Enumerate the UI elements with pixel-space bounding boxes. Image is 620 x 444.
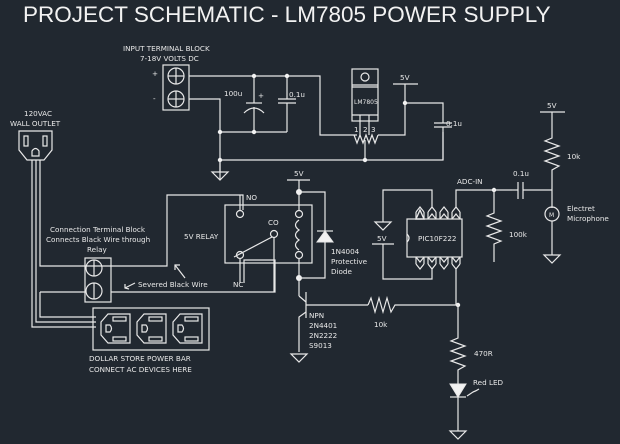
v5-mic-label: 5V <box>547 101 557 110</box>
relay-label: 5V RELAY <box>184 232 219 241</box>
wall-outlet: 120VAC WALL OUTLET <box>10 109 61 161</box>
severed-wire-label: Severed Black Wire <box>138 280 208 289</box>
v5-pic-label: 5V <box>377 234 387 243</box>
ground-symbol-mic <box>542 254 562 264</box>
v5-relay-label: 5V <box>294 169 304 178</box>
npn-label-1: NPN <box>309 311 324 320</box>
npn-label-3: 2N2222 <box>309 331 337 340</box>
pic10f222: PIC10F222 <box>406 206 463 270</box>
input-block-label-1: INPUT TERMINAL BLOCK <box>123 44 210 53</box>
pin3-label: 3 <box>371 125 376 134</box>
led-label: Red LED <box>473 378 503 387</box>
mic-symbol: M <box>549 212 554 219</box>
plus-label: + <box>152 69 158 78</box>
pin2-label: 2 <box>363 125 368 134</box>
npn-label-2: 2N4401 <box>309 321 337 330</box>
ground-symbol-npn <box>289 353 309 363</box>
cap-01u-label-a: 0.1u <box>289 90 305 99</box>
diode-label-1: 1N4004 <box>331 247 360 256</box>
pin1-label: 1 <box>354 125 359 134</box>
arrow-left <box>124 282 136 289</box>
input-terminal-block: INPUT TERMINAL BLOCK 7-18V VOLTS DC + - <box>123 44 210 111</box>
res-470r-label: 470R <box>474 349 493 358</box>
diode-label-3: Diode <box>331 267 352 276</box>
powerbar-label-2: CONNECT AC DEVICES HERE <box>89 365 192 374</box>
input-block-label-2: 7-18V VOLTS DC <box>140 54 199 63</box>
diode-1n4004: 1N4004 Protective Diode <box>299 191 368 279</box>
wire-relay-nc <box>111 259 276 293</box>
res-10k-base-label: 10k <box>374 320 388 329</box>
outlet-label-1: 120VAC <box>24 109 52 118</box>
wire-gnd-in <box>189 98 221 180</box>
relay-no-label: NO <box>246 193 257 202</box>
capacitor-0.1u-input: 0.1u <box>278 76 305 132</box>
npn-label-4: S9013 <box>309 341 332 350</box>
outlet-label-2: WALL OUTLET <box>10 119 61 128</box>
cap-100u-label: 100u <box>224 89 242 98</box>
resistor-10k-mic: 10k <box>543 112 581 208</box>
v5-reg-label: 5V <box>400 73 410 82</box>
cap-01u-mic-label: 0.1u <box>513 169 529 178</box>
lm7805-regulator: LM7805 1 2 3 <box>351 68 379 160</box>
diode-label-2: Protective <box>331 257 368 266</box>
resistor-100k: 100k <box>485 190 528 262</box>
cap-100u-plus: + <box>258 91 264 100</box>
npn-transistor: NPN 2N4401 2N2222 S9013 <box>298 292 368 352</box>
wire-vin <box>189 75 357 136</box>
relay-co-label: CO <box>268 218 279 227</box>
res-100k-label: 100k <box>509 230 528 239</box>
conn-block-label-2: Connects Black Wire through <box>46 235 150 244</box>
power-bar: DOLLAR STORE POWER BAR CONNECT AC DEVICE… <box>89 307 210 374</box>
cap-01u-label-b: 0.1u <box>446 119 462 128</box>
arrow-up <box>174 264 186 279</box>
minus-label: - <box>153 94 156 103</box>
conn-block-label-3: Relay <box>87 245 107 254</box>
relay-5v: 5V RELAY NO CO NC <box>184 193 313 292</box>
capacitor-100u: 100u + <box>224 76 265 132</box>
ground-symbol-led <box>448 430 468 440</box>
connection-terminal-block: Connection Terminal Block Connects Black… <box>46 225 150 303</box>
schematic-title: PROJECT SCHEMATIC - LM7805 POWER SUPPLY <box>23 2 551 27</box>
mic-label-1: Electret <box>567 204 595 213</box>
mic-label-2: Microphone <box>567 214 609 223</box>
electret-microphone: M Electret Microphone <box>544 204 609 255</box>
red-led: Red LED <box>449 378 503 431</box>
res-10k-mic-label: 10k <box>567 152 581 161</box>
conn-block-label-1: Connection Terminal Block <box>50 225 146 234</box>
capacitor-0.1u-mic: 0.1u <box>512 169 552 199</box>
relay-nc-label: NC <box>233 280 243 289</box>
resistor-10k-base: 10k <box>367 295 407 329</box>
pic-label: PIC10F222 <box>418 234 456 243</box>
adc-in-label: ADC-IN <box>457 177 483 186</box>
resistor-470r: 470R <box>449 305 493 378</box>
powerbar-label-1: DOLLAR STORE POWER BAR <box>89 354 191 363</box>
regulator-label: LM7805 <box>354 99 378 106</box>
